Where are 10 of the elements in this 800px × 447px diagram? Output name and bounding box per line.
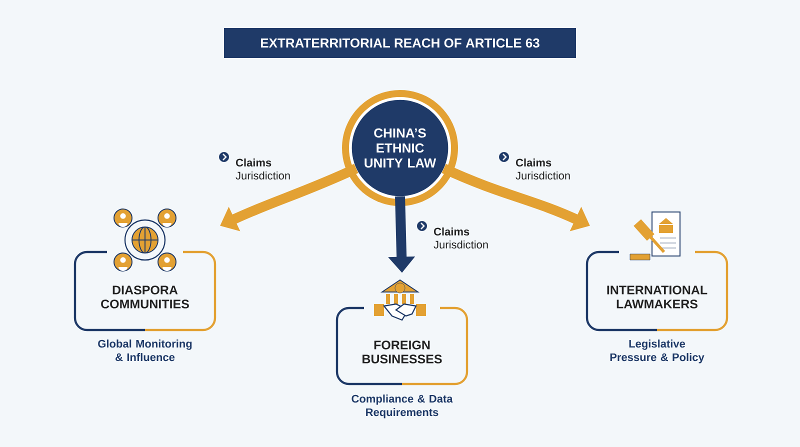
category-box: FOREIGN BUSINESSES (336, 306, 468, 386)
edge-label: Claims Jurisdiction (434, 227, 488, 249)
category-caption: Compliance & Data Requirements (352, 394, 453, 418)
category-box: INTERNATIONAL LAWMAKERS (586, 250, 728, 332)
category-box: DIASPORA COMMUNITIES (74, 250, 216, 332)
category-caption: Global Monitoring & Influence (98, 340, 192, 362)
edge-label: Claims Jurisdiction (516, 158, 570, 180)
title-banner: EXTRATERRITORIAL REACH OF ARTICLE 63 (224, 28, 576, 58)
edge-label: Claims Jurisdiction (236, 158, 290, 180)
category-caption: Legislative Pressure & Policy (610, 340, 704, 364)
